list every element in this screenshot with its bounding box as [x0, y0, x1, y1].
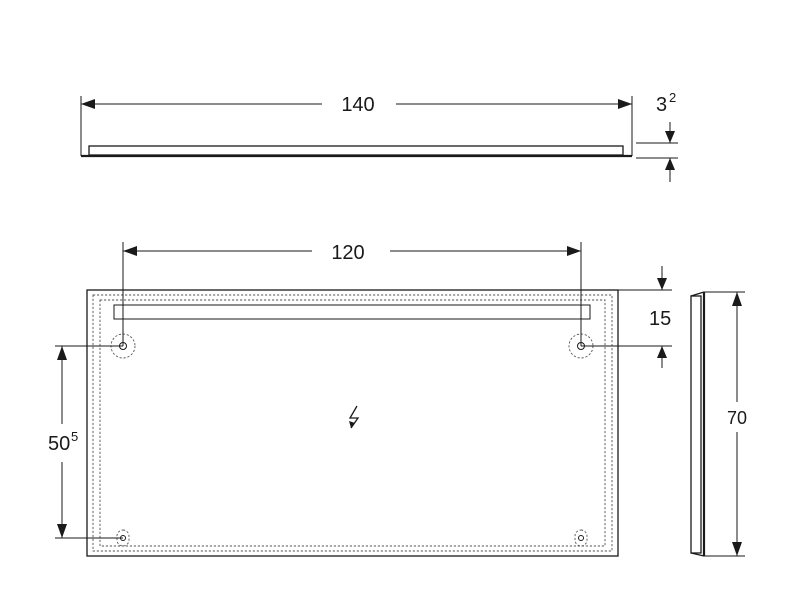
- led-light-strip: [113, 304, 591, 320]
- dim-label-15: 15: [649, 308, 671, 330]
- lightning-bolt-icon: [348, 405, 360, 429]
- dim-label-140: 140: [341, 94, 374, 116]
- side-view-cap-top: [690, 291, 705, 297]
- top-view: 140 3 2: [80, 90, 678, 182]
- dim-arrow-140-left: [81, 99, 95, 109]
- front-view-dashed-outline-outer: [92, 294, 613, 552]
- dim-arrow-15-up: [657, 346, 667, 358]
- dim-label-70: 70: [727, 408, 747, 428]
- dim-label-thickness-sup: 2: [669, 90, 676, 105]
- mount-slot-bottom-right: [574, 529, 588, 547]
- side-view-body: [690, 295, 702, 554]
- dim-label-thickness: 3: [656, 94, 667, 116]
- dim-arrow-505-down: [57, 524, 67, 538]
- dim-arrow-120-right: [567, 246, 581, 256]
- dim-arrow-thickness-up: [665, 158, 675, 170]
- side-view-cap-bottom: [690, 552, 705, 557]
- dim-arrow-140-right: [618, 99, 632, 109]
- dim-arrow-505-up: [57, 346, 67, 360]
- dim-label-505-sup: 5: [71, 429, 78, 444]
- dim-label-120: 120: [331, 242, 364, 264]
- front-view: 120 15 50 5: [48, 242, 672, 557]
- side-view: 70: [690, 291, 747, 557]
- dim-arrow-70-up: [732, 292, 742, 306]
- front-view-outer-frame: [86, 289, 619, 557]
- dim-arrow-15-down: [657, 278, 667, 290]
- dim-label-505: 50: [48, 433, 70, 455]
- dim-arrow-120-left: [123, 246, 137, 256]
- front-view-dashed-outline-inner: [99, 299, 606, 547]
- dim-arrow-thickness-down: [665, 131, 675, 143]
- dim-arrow-70-down: [732, 542, 742, 556]
- top-view-profile: [88, 145, 624, 156]
